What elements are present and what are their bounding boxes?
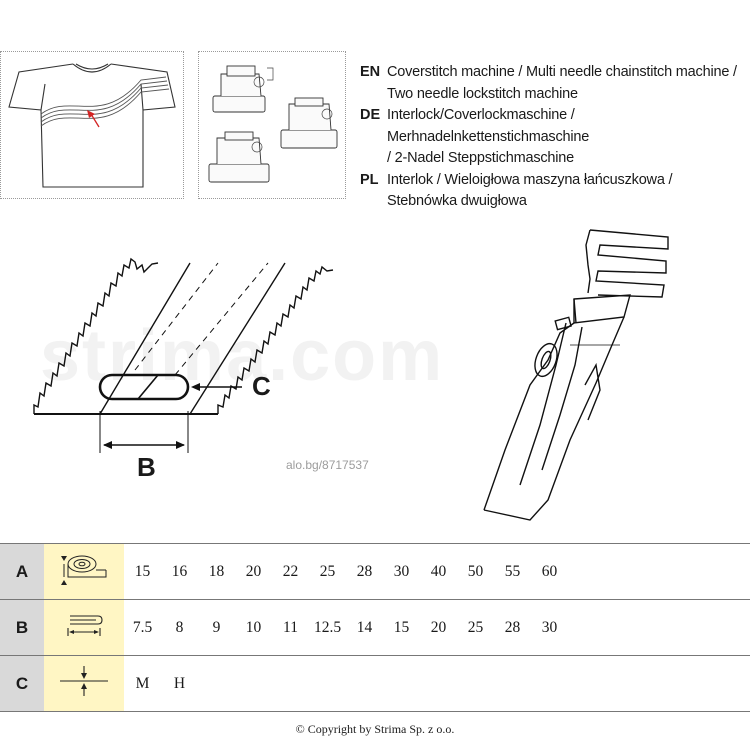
- lang-code: EN: [360, 64, 381, 80]
- value-cell: 11: [283, 618, 298, 636]
- machine-descriptions: EN Coverstitch machine / Multi needle ch…: [360, 62, 750, 213]
- lang-row-en: EN Coverstitch machine / Multi needle ch…: [360, 62, 750, 105]
- sewing-machines-icon: [208, 65, 338, 183]
- table-row-c: C M H: [0, 655, 750, 712]
- value-cell: M: [135, 674, 150, 692]
- row-label: C: [0, 655, 44, 712]
- t-shirt-icon: [8, 63, 176, 188]
- value-cell: 12.5: [313, 618, 342, 636]
- listing-stamp: alo.bg/8717537: [286, 458, 369, 472]
- lang-line: Stebnówka dwuigłowa: [387, 193, 527, 209]
- lang-line: Two needle lockstitch machine: [387, 85, 578, 102]
- lang-row-pl: PL Interlok / Wieloigłowa maszyna łańcus…: [360, 170, 750, 213]
- value-cell: 20: [430, 618, 447, 636]
- value-cell: 28: [356, 562, 373, 580]
- dimension-b-label: B: [137, 452, 156, 482]
- lang-line: Interlock/Coverlockmaschine / Merhnadeln…: [387, 107, 590, 145]
- technical-diagram: [33, 229, 669, 521]
- dimension-c-label: C: [252, 371, 271, 401]
- row-values: 15 16 18 20 22 25 28 30 40 50 55 60: [124, 547, 750, 597]
- folded-tape-icon: [44, 599, 124, 656]
- value-cell: 28: [504, 618, 521, 636]
- lang-line: Interlok / Wieloigłowa maszyna łańcuszko…: [387, 171, 673, 188]
- row-label: B: [0, 599, 44, 656]
- row-values: M H: [124, 659, 750, 709]
- lang-code: PL: [360, 171, 379, 188]
- value-cell: 15: [134, 562, 151, 580]
- value-cell: 30: [541, 618, 558, 636]
- row-label: A: [0, 543, 44, 600]
- copyright-footer: © Copyright by Strima Sp. z o.o.: [295, 722, 455, 736]
- value-cell: 20: [245, 562, 262, 580]
- value-cell: 9: [212, 618, 221, 636]
- value-cell: 50: [467, 562, 484, 580]
- value-cell: 25: [467, 618, 484, 636]
- watermark: strima.com: [40, 316, 445, 396]
- value-cell: 60: [541, 562, 558, 580]
- value-cell: 22: [282, 562, 299, 580]
- lang-code: DE: [360, 107, 381, 123]
- value-cell: 14: [356, 618, 373, 636]
- value-cell: 25: [319, 562, 336, 580]
- table-row-b: B 7.5 8 9 10 11 12.5 14: [0, 599, 750, 656]
- fabric-strip-drawing: [33, 257, 334, 453]
- value-cell: 10: [245, 618, 262, 636]
- value-cell: 30: [393, 562, 410, 580]
- thickness-icon: [44, 655, 124, 712]
- value-cell: 7.5: [132, 618, 153, 636]
- size-table: A 15 16 18 20 22 25: [0, 543, 750, 712]
- tape-roll-icon: [44, 543, 124, 600]
- lang-row-de: DE Interlock/Coverlockmaschine / Merhnad…: [360, 105, 750, 170]
- t-shirt-image: [0, 51, 184, 199]
- table-row-a: A 15 16 18 20 22 25: [0, 543, 750, 600]
- lang-line: / 2-Nadel Steppstichmaschine: [387, 150, 575, 166]
- value-cell: 55: [504, 562, 521, 580]
- value-cell: 16: [171, 562, 188, 580]
- lang-line: Coverstitch machine / Multi needle chain…: [387, 64, 737, 80]
- sewing-machines-image: [198, 51, 346, 199]
- value-cell: 15: [393, 618, 410, 636]
- value-cell: 40: [430, 562, 447, 580]
- value-cell: H: [173, 674, 186, 692]
- value-cell: 8: [175, 618, 184, 636]
- row-values: 7.5 8 9 10 11 12.5 14 15 20 25 28 30: [124, 603, 750, 653]
- folder-attachment-drawing: [483, 229, 669, 521]
- value-cell: 18: [208, 562, 225, 580]
